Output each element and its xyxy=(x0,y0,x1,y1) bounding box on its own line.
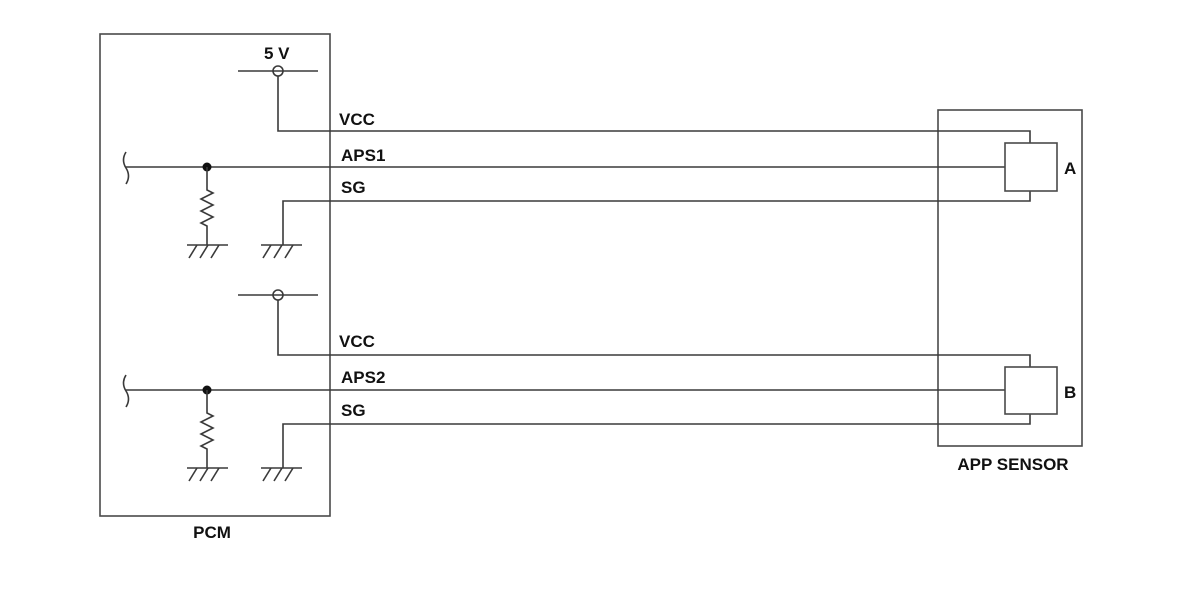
sensor-element-a xyxy=(1004,142,1058,192)
app-sensor-box xyxy=(937,109,1083,447)
pcm-box xyxy=(99,33,331,517)
ground-hatch xyxy=(199,467,209,482)
aps2-label: APS2 xyxy=(341,368,385,387)
pcm-label: PCM xyxy=(193,523,231,542)
sensor-element-b-label: B xyxy=(1064,383,1076,402)
resistor-2 xyxy=(199,390,215,468)
vcc-label-2: VCC xyxy=(339,332,375,351)
sensor-element-a-label: A xyxy=(1064,159,1076,178)
ground-hatch xyxy=(210,244,220,259)
ground-hatch xyxy=(199,244,209,259)
vcc-wire-1 xyxy=(277,76,1031,143)
ground-hatch xyxy=(273,244,283,259)
app-sensor-label: APP SENSOR xyxy=(957,455,1068,474)
ground-hatch xyxy=(273,467,283,482)
vcc-label-1: VCC xyxy=(339,110,375,129)
sg-wire-2 xyxy=(282,414,1031,468)
input-break-1 xyxy=(122,151,130,185)
input-break-2 xyxy=(122,374,130,408)
ground-hatch xyxy=(262,467,272,482)
aps1-label: APS1 xyxy=(341,146,385,165)
ground-hatch xyxy=(284,467,294,482)
resistor-1 xyxy=(199,167,215,245)
ground-hatch xyxy=(188,244,198,259)
sg-label-2: SG xyxy=(341,401,366,420)
supply-5v-label: 5 V xyxy=(264,44,290,63)
vcc-wire-2 xyxy=(277,300,1031,367)
ground-hatch xyxy=(262,244,272,259)
sg-wire-1 xyxy=(282,191,1031,245)
ground-hatch xyxy=(284,244,294,259)
ground-hatch xyxy=(188,467,198,482)
sg-label-1: SG xyxy=(341,178,366,197)
sensor-element-b xyxy=(1004,366,1058,415)
ground-hatch xyxy=(210,467,220,482)
